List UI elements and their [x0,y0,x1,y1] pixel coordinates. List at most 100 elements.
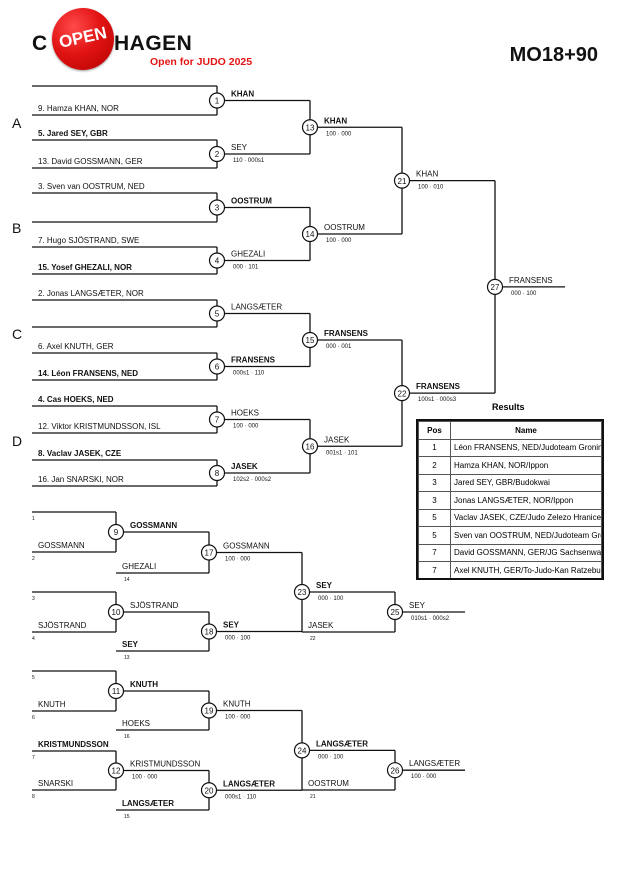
match-score: 100 · 010 [418,185,444,191]
match-score: 100 · 000 [132,775,158,781]
match-number: 13 [306,123,315,132]
match-number: 3 [215,204,220,213]
results-pos: 7 [418,561,451,578]
seed-slot: 6 [32,715,35,721]
seed-slot: 5 [32,675,35,681]
match-winner: OOSTRUM [231,197,272,206]
match-winner: KNUTH [223,700,251,709]
seed-slot: 7 [32,755,35,761]
results-name: David GOSSMANN, GER/JG Sachsenwald Hambu… [450,543,602,562]
results-header-name: Name [450,421,602,440]
competitor-entry: SNARSKI [38,779,73,788]
match-winner: SEY [231,143,248,152]
match-number: 5 [215,310,220,319]
match-score: 000 · 001 [326,344,352,350]
results-pos: 1 [418,438,451,457]
competitor-entry: 9. Hamza KHAN, NOR [38,104,119,113]
match-number: 2 [215,150,220,159]
match-score: 100 · 000 [233,424,259,430]
match-winner: KHAN [324,116,347,125]
results-name: Sven van OOSTRUM, NED/Judoteam Groningen [450,526,602,545]
competitor-entry: 15. Yosef GHEZALI, NOR [38,263,132,272]
match-score: 100 · 000 [225,715,251,721]
results-name: Hamza KHAN, NOR/Ippon [450,456,602,475]
match-winner: FRANSENS [231,356,276,365]
competitor-entry: OOSTRUM [308,779,349,788]
match-score: 102s2 · 000s2 [233,477,272,483]
results-pos: 3 [418,491,451,510]
competitor-entry: 4. Cas HOEKS, NED [38,395,114,404]
match-number: 24 [298,747,307,756]
match-number: 20 [205,786,214,795]
results-pos: 3 [418,473,451,492]
seed-slot: 2 [32,556,35,562]
competitor-entry: HOEKS [122,719,150,728]
match-score: 100 · 000 [411,774,437,780]
match-winner: SEY [223,621,240,630]
match-number: 7 [215,416,220,425]
seed-slot: 22 [310,636,316,642]
match-score: 110 · 000s1 [233,158,265,164]
match-score: 010s1 · 000s2 [411,616,450,622]
match-number: 16 [306,442,315,451]
match-number: 11 [112,687,121,696]
match-number: 12 [112,767,121,776]
match-number: 17 [205,549,214,558]
pool-letter: C [12,326,22,342]
match-winner: JASEK [231,462,258,471]
match-winner: OOSTRUM [324,223,365,232]
results-header-pos: Pos [418,421,451,440]
event-logo: C OPEN HAGEN Open for JUDO 2025 [30,8,260,70]
match-winner: LANGSÆTER [409,759,460,768]
match-winner: GOSSMANN [130,521,177,530]
match-winner: JASEK [324,435,350,444]
results-pos: 2 [418,456,451,475]
match-winner: KNUTH [130,680,158,689]
match-number: 6 [215,363,220,372]
competitor-entry: GOSSMANN [38,541,85,550]
competitor-entry: 16. Jan SNARSKI, NOR [38,475,124,484]
logo-red-circle [52,8,114,70]
results-pos: 5 [418,508,451,527]
match-number: 15 [306,336,315,345]
competitor-entry: 12. Viktor KRISTMUNDSSON, ISL [38,422,161,431]
results-name: Vaclav JASEK, CZE/Judo Zelezo Hranice [450,508,602,527]
competitor-entry: SEY [122,640,139,649]
match-number: 22 [398,389,407,398]
competitor-entry: KRISTMUNDSSON [38,740,109,749]
match-winner: SEY [409,601,426,610]
match-winner: LANGSÆTER [231,303,282,312]
pool-letter: A [12,115,22,131]
match-number: 9 [114,528,119,537]
seed-slot: 3 [32,596,35,602]
seed-slot: 8 [32,794,35,800]
seed-slot: 13 [124,655,130,661]
competitor-entry: SJÖSTRAND [38,621,87,630]
competitor-entry: 8. Vaclav JASEK, CZE [38,449,122,458]
match-winner: LANGSÆTER [316,739,368,748]
match-score: 000s1 · 110 [225,794,257,800]
match-score: 001s1 · 101 [326,450,358,456]
competitor-entry: KNUTH [38,700,66,709]
competitor-entry: 13. David GOSSMANN, GER [38,157,143,166]
seed-slot: 15 [124,814,130,820]
logo-text-left: C [32,32,48,55]
category-title: MO18+90 [509,44,598,66]
results-pos: 7 [418,543,451,562]
match-number: 26 [391,766,400,775]
match-winner: FRANSENS [324,329,369,338]
match-number: 19 [205,707,214,716]
results-name: Jonas LANGSÆTER, NOR/Ippon [450,491,602,510]
match-number: 1 [215,97,220,106]
match-winner: GHEZALI [231,250,265,259]
match-winner: KHAN [416,170,438,179]
match-winner: SJÖSTRAND [130,601,179,610]
match-winner: HOEKS [231,409,259,418]
